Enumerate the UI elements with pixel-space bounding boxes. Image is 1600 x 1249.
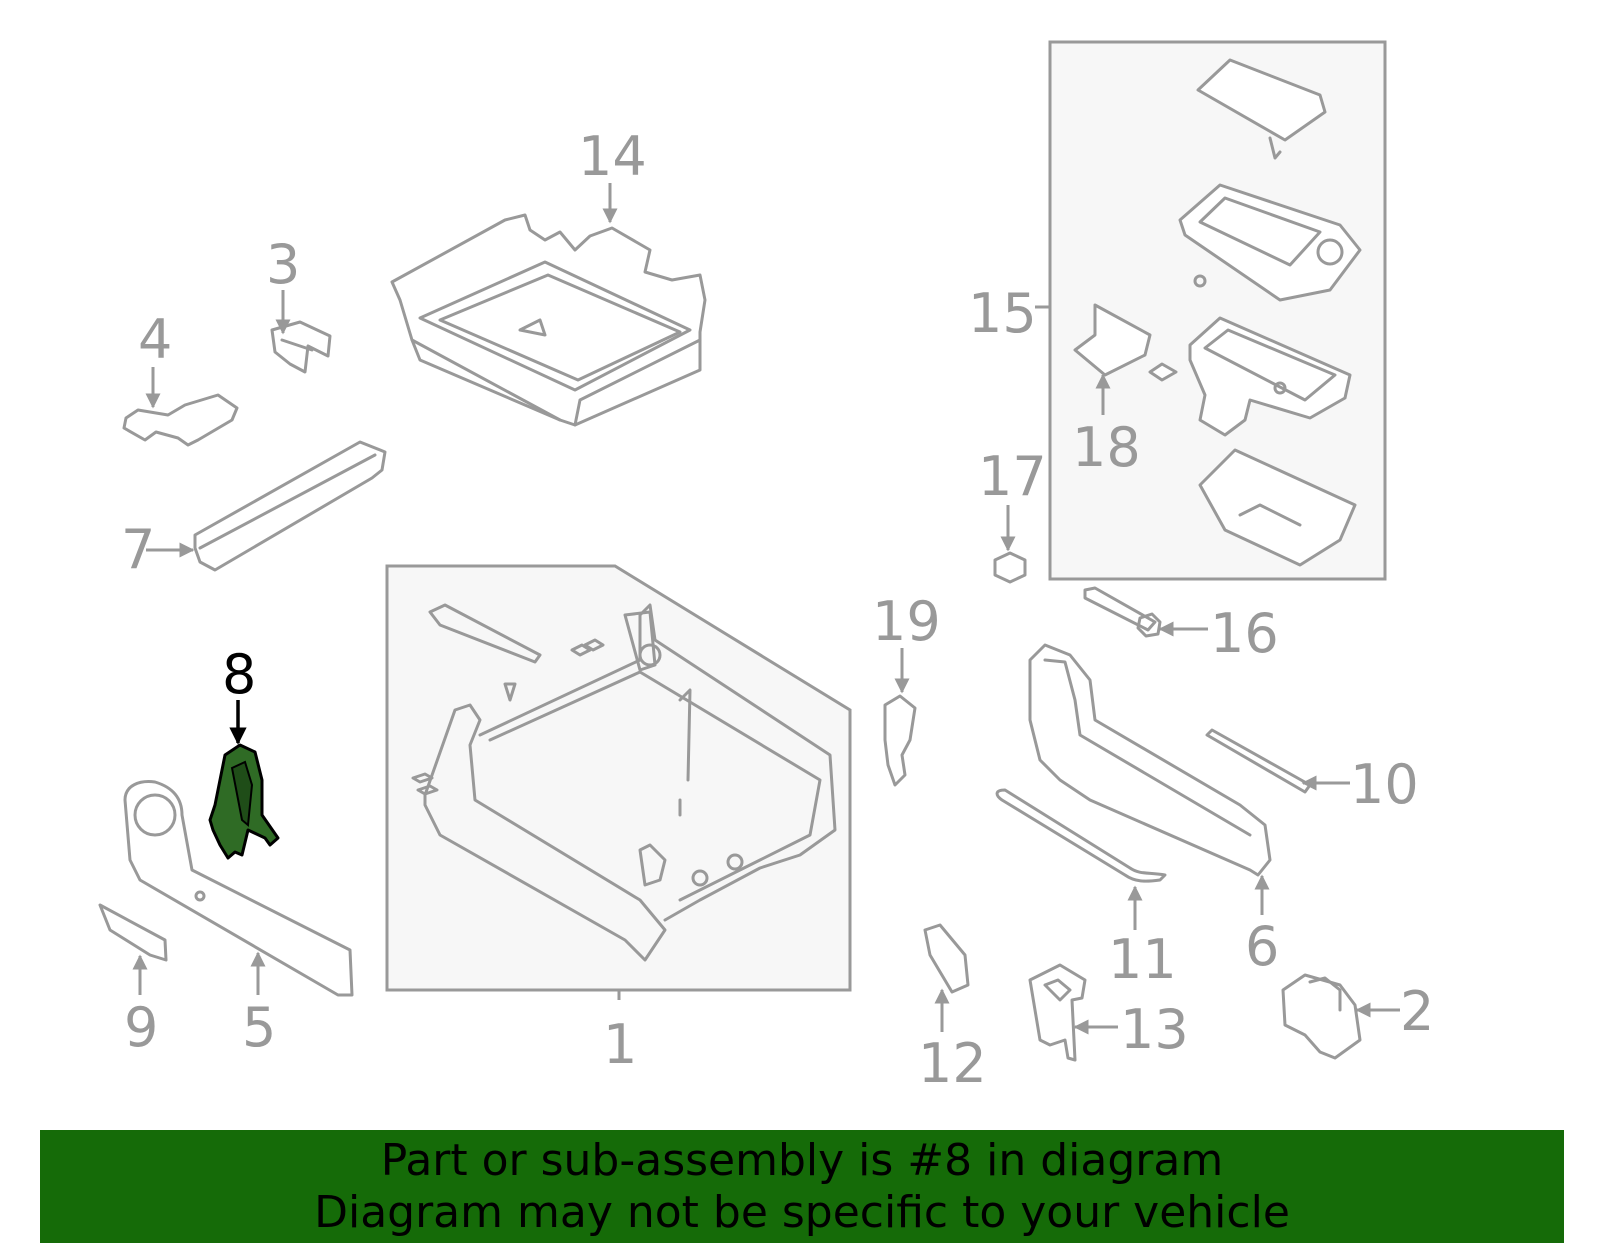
callout-13: 13	[1120, 998, 1189, 1061]
callout-6: 6	[1245, 915, 1279, 978]
callout-4: 4	[138, 308, 172, 371]
callout-5: 5	[242, 996, 276, 1059]
part-14-seat-pan	[390, 213, 707, 427]
callout-labels: 14 3 4 7 8 9 5 1 15 17 18 16 19 10 6 11 …	[121, 125, 1434, 1095]
part-9-trim-piece	[98, 903, 168, 962]
part-1-seat-frame	[385, 564, 852, 992]
part-10-strip	[1205, 728, 1312, 794]
part-2-cap	[1281, 973, 1362, 1060]
banner-line-1: Part or sub-assembly is #8 in diagram	[380, 1134, 1224, 1186]
callout-7: 7	[121, 518, 155, 581]
part-11-cable	[995, 788, 1167, 883]
callout-14: 14	[578, 125, 647, 188]
callout-12: 12	[918, 1032, 987, 1095]
callout-8: 8	[222, 643, 256, 706]
part-16-bolt	[1083, 586, 1162, 638]
part-19-bracket	[883, 694, 917, 787]
callout-10: 10	[1350, 753, 1419, 816]
part-5-side-trim	[123, 780, 354, 997]
callout-17: 17	[978, 445, 1047, 508]
callout-arrows	[132, 183, 1400, 1035]
part-3-clip	[270, 320, 332, 374]
callout-16: 16	[1210, 602, 1279, 665]
part-17-nut	[993, 551, 1027, 584]
callout-3: 3	[266, 233, 300, 296]
callout-1: 1	[603, 1013, 637, 1076]
part-6-side-trim	[1028, 643, 1272, 877]
part-7-rail	[193, 440, 387, 572]
callout-19: 19	[872, 590, 941, 653]
callout-15: 15	[968, 282, 1037, 345]
callout-11: 11	[1108, 928, 1177, 991]
part-8-highlighted	[208, 743, 280, 860]
callout-9: 9	[124, 996, 158, 1059]
callout-18: 18	[1072, 416, 1141, 479]
callout-2: 2	[1400, 980, 1434, 1043]
part-4-cover	[122, 393, 239, 447]
parts-diagram: 14 3 4 7 8 9 5 1 15 17 18 16 19 10 6 11 …	[98, 40, 1434, 1095]
info-banner: Part or sub-assembly is #8 in diagram Di…	[40, 1130, 1564, 1243]
part-15-console-assembly	[1048, 40, 1387, 581]
part-13-bracket	[1028, 963, 1087, 1062]
part-12-panel	[923, 923, 970, 994]
banner-line-2: Diagram may not be specific to your vehi…	[314, 1186, 1290, 1238]
